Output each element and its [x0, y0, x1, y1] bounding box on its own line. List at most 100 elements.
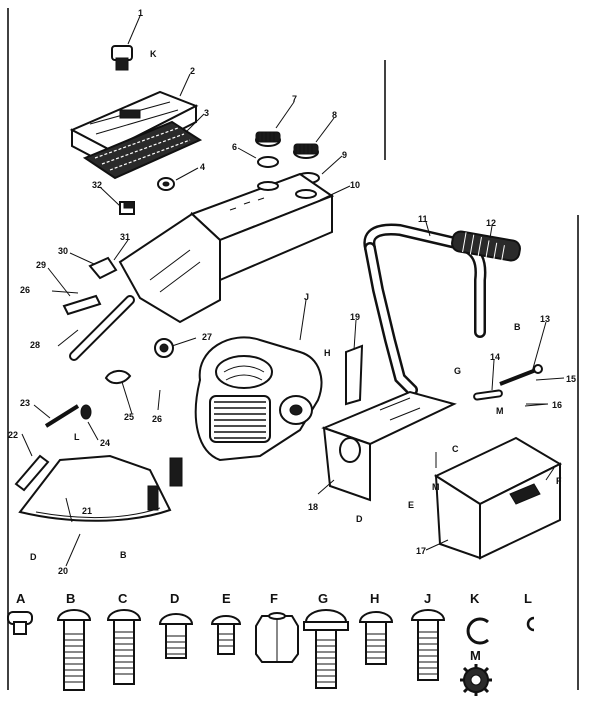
part-23-pin — [44, 404, 80, 428]
callout-K: K — [150, 49, 157, 59]
part-6-gasket — [257, 156, 279, 168]
callout-2: 2 — [190, 66, 195, 76]
callout-32: 32 — [92, 180, 102, 190]
callout-20: 20 — [58, 566, 68, 576]
part-19-bracket — [345, 344, 364, 406]
part-4-nut — [157, 177, 175, 191]
callout-G: G — [454, 366, 461, 376]
hardware-D-screw — [158, 613, 194, 659]
callout-17: 17 — [416, 546, 426, 556]
hardware-C-bolt — [106, 609, 142, 685]
callout-J: J — [304, 292, 309, 302]
part-29-lever — [69, 295, 135, 361]
part-8-fuel-cap — [293, 143, 319, 159]
hardware-label-L: L — [524, 591, 532, 606]
callout-E: E — [408, 500, 414, 510]
part-27-sprocket — [154, 338, 174, 358]
callout-13: 13 — [540, 314, 550, 324]
callout-31: 31 — [120, 232, 130, 242]
callout-L: L — [74, 432, 80, 442]
callout-M1: M — [496, 406, 504, 416]
part-1-knob — [111, 45, 133, 71]
callout-C1: C — [452, 444, 459, 454]
part-25-clip — [104, 370, 132, 384]
callout-9: 9 — [342, 150, 347, 160]
hardware-label-E: E — [222, 591, 231, 606]
part-17-cover — [433, 436, 563, 560]
hardware-label-A: A — [16, 591, 26, 606]
engine-assembly — [169, 336, 323, 487]
hardware-label-K: K — [470, 591, 480, 606]
hardware-J-bolt — [410, 609, 446, 681]
callout-30: 30 — [58, 246, 68, 256]
callout-1: 1 — [138, 8, 143, 18]
callout-14: 14 — [490, 352, 500, 362]
part-14-pin — [473, 389, 503, 401]
hardware-label-J: J — [424, 591, 431, 606]
hardware-label-M: M — [470, 648, 481, 663]
hardware-label-D: D — [170, 591, 179, 606]
hardware-K-e-clip — [466, 617, 489, 645]
callout-15: 15 — [566, 374, 576, 384]
hardware-label-B: B — [66, 591, 75, 606]
callout-M2: M — [432, 482, 440, 492]
part-3-filter-element — [82, 120, 203, 180]
hardware-E-screw — [210, 615, 242, 655]
callout-21: 21 — [82, 506, 92, 516]
callout-B2: B — [120, 550, 127, 560]
callout-11: 11 — [418, 214, 428, 224]
callout-3: 3 — [204, 108, 209, 118]
hardware-H-screw — [358, 611, 394, 665]
hardware-label-G: G — [318, 591, 328, 606]
callout-10: 10 — [350, 180, 360, 190]
part-12-grip — [451, 230, 521, 265]
part-30-trigger — [88, 256, 118, 280]
callout-7: 7 — [292, 94, 297, 104]
part-11-handle-bar — [363, 223, 487, 396]
callout-19: 19 — [350, 312, 360, 322]
hardware-row: A B C D E — [7, 591, 535, 696]
callout-27: 27 — [202, 332, 212, 342]
leader-lines — [21, 15, 565, 567]
hardware-F-nut — [255, 612, 299, 663]
callout-16: 16 — [552, 400, 562, 410]
hardware-M-lock-washer — [460, 664, 492, 696]
part-22-bracket — [14, 454, 50, 492]
part-18-handle-plate — [321, 390, 457, 502]
hardware-label-C: C — [118, 591, 128, 606]
callout-D2: D — [356, 514, 363, 524]
hardware-A-screw — [7, 611, 33, 635]
callout-4: 4 — [200, 162, 205, 172]
hardware-G-bolt — [303, 609, 349, 689]
callout-28: 28 — [30, 340, 40, 350]
part-20-plate — [18, 454, 172, 522]
part-24-spring — [80, 404, 92, 420]
callout-D: D — [30, 552, 37, 562]
hardware-label-H: H — [370, 591, 379, 606]
hardware-label-F: F — [270, 591, 278, 606]
callout-H: H — [324, 348, 331, 358]
callout-23: 23 — [20, 398, 30, 408]
callout-12: 12 — [486, 218, 496, 228]
callout-25: 25 — [124, 412, 134, 422]
callout-26b: 26 — [152, 414, 162, 424]
callout-29: 29 — [36, 260, 46, 270]
callout-6: 6 — [232, 142, 237, 152]
part-26-pin — [51, 290, 79, 294]
hardware-B-bolt — [56, 609, 92, 691]
callout-26: 26 — [20, 285, 30, 295]
callout-F: F — [556, 476, 562, 486]
part-32-block — [119, 201, 135, 215]
callout-labels: 1 K 2 3 4 32 7 8 6 9 10 11 12 30 31 29 2… — [8, 8, 576, 576]
part-13-screw — [499, 364, 543, 386]
part-10-housing — [118, 172, 335, 324]
callout-8: 8 — [332, 110, 337, 120]
callout-B1: B — [514, 322, 521, 332]
part-7-oil-cap — [255, 131, 281, 147]
hardware-L-ring — [526, 616, 535, 632]
callout-18: 18 — [308, 502, 318, 512]
callout-24: 24 — [100, 438, 110, 448]
part-28-link — [62, 294, 102, 316]
callout-22: 22 — [8, 430, 18, 440]
